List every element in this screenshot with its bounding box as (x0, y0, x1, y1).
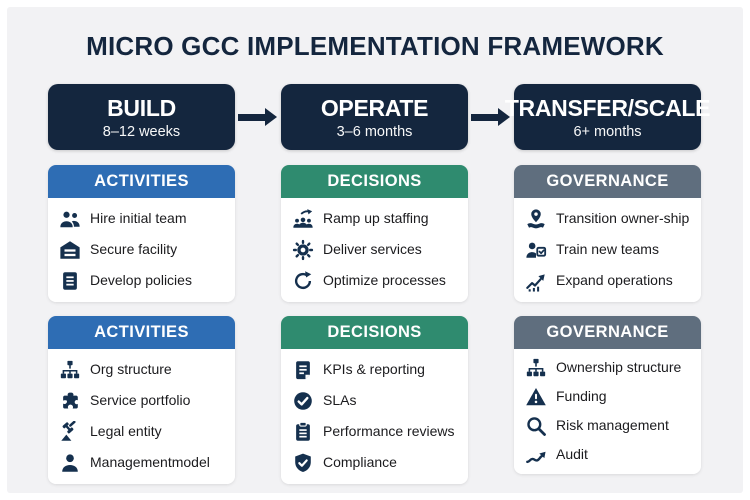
item-label: Secure facility (90, 241, 178, 258)
card-header: GOVERNANCE (514, 316, 701, 349)
arrow-right-icon (235, 84, 281, 150)
column-operate: DECISIONS Ramp up staffing Deliver servi… (281, 165, 468, 484)
item-label: SLAs (323, 392, 357, 409)
card-header: ACTIVITIES (48, 316, 235, 349)
item-label: Optimize processes (323, 272, 446, 289)
list-item: Ownership structure (525, 357, 695, 379)
list-item: Deliver services (292, 239, 462, 261)
card-header: ACTIVITIES (48, 165, 235, 198)
card-activities-2: ACTIVITIES Org structure Service portfol… (48, 316, 235, 484)
phase-name: OPERATE (320, 94, 429, 121)
item-label: Deliver services (323, 241, 422, 258)
item-label: Funding (556, 388, 607, 405)
list-item: Optimize processes (292, 270, 462, 292)
item-label: Service portfolio (90, 392, 191, 409)
team-icon (59, 208, 81, 230)
person-icon (59, 452, 81, 474)
refresh-icon (292, 270, 314, 292)
list-item: Compliance (292, 452, 462, 474)
report-icon (292, 359, 314, 381)
item-label: Risk management (556, 417, 669, 434)
list-item: Audit (525, 444, 695, 466)
shield-check-icon (292, 452, 314, 474)
phase-duration: 6+ months (573, 123, 642, 140)
handover-pin-icon (525, 208, 547, 230)
item-label: Expand operations (556, 272, 673, 289)
list-item: Hire initial team (59, 208, 229, 230)
train-teams-icon (525, 239, 547, 261)
item-label: Managementmodel (90, 454, 210, 471)
check-circle-icon (292, 390, 314, 412)
phases-row: BUILD 8–12 weeks OPERATE 3–6 months TRAN… (48, 84, 743, 150)
item-label: Develop policies (90, 272, 192, 289)
list-item: Org structure (59, 359, 229, 381)
list-item: Legal entity (59, 421, 229, 443)
phase-build: BUILD 8–12 weeks (48, 84, 235, 150)
list-item: KPIs & reporting (292, 359, 462, 381)
staffing-up-icon (292, 208, 314, 230)
column-build: ACTIVITIES Hire initial team Secure faci… (48, 165, 235, 484)
item-label: Ownership structure (556, 359, 682, 376)
magnifier-icon (525, 415, 547, 437)
item-label: Transition owner-ship (556, 210, 690, 227)
list-item: Service portfolio (59, 390, 229, 412)
funding-icon (525, 386, 547, 408)
growth-chart-icon (525, 270, 547, 292)
list-item: Transition owner-ship (525, 208, 695, 230)
list-item: Expand operations (525, 270, 695, 292)
org-chart-icon (59, 359, 81, 381)
card-decisions-2: DECISIONS KPIs & reporting SLAs Performa… (281, 316, 468, 484)
list-item: SLAs (292, 390, 462, 412)
puzzle-icon (59, 390, 81, 412)
item-label: Org structure (90, 361, 172, 378)
phase-name: BUILD (107, 94, 176, 121)
phase-operate: OPERATE 3–6 months (281, 84, 468, 150)
card-header: DECISIONS (281, 316, 468, 349)
item-label: Train new teams (556, 241, 659, 258)
card-decisions-1: DECISIONS Ramp up staffing Deliver servi… (281, 165, 468, 302)
item-label: Hire initial team (90, 210, 187, 227)
card-header: GOVERNANCE (514, 165, 701, 198)
item-label: Legal entity (90, 423, 162, 440)
phase-duration: 3–6 months (336, 123, 413, 140)
page-title: MICRO GCC IMPLEMENTATION FRAMEWORK (86, 31, 664, 61)
cards-grid: ACTIVITIES Hire initial team Secure faci… (48, 165, 743, 484)
list-item: Ramp up staffing (292, 208, 462, 230)
card-header: DECISIONS (281, 165, 468, 198)
phase-duration: 8–12 weeks (102, 123, 181, 140)
card-governance-2: GOVERNANCE Ownership structure Funding R… (514, 316, 701, 474)
list-item: Train new teams (525, 239, 695, 261)
gavel-icon (59, 421, 81, 443)
item-label: Compliance (323, 454, 397, 471)
trend-arrow-icon (525, 444, 547, 466)
item-label: KPIs & reporting (323, 361, 425, 378)
phase-transfer-scale: TRANSFER/SCALE 6+ months (505, 84, 710, 150)
facility-icon (59, 239, 81, 261)
list-item: Funding (525, 386, 695, 408)
list-item: Develop policies (59, 270, 229, 292)
list-item: Managementmodel (59, 452, 229, 474)
column-transfer-scale: GOVERNANCE Transition owner-ship Train n… (514, 165, 701, 484)
arrow-right-icon (468, 84, 514, 150)
item-label: Ramp up staffing (323, 210, 429, 227)
clipboard-icon (292, 421, 314, 443)
item-label: Performance reviews (323, 423, 455, 440)
item-label: Audit (556, 446, 588, 463)
gear-icon (292, 239, 314, 261)
org-chart-icon (525, 357, 547, 379)
framework-diagram: MICRO GCC IMPLEMENTATION FRAMEWORK BUILD… (7, 7, 743, 493)
phase-name: TRANSFER/SCALE (504, 94, 711, 121)
list-item: Performance reviews (292, 421, 462, 443)
card-activities-1: ACTIVITIES Hire initial team Secure faci… (48, 165, 235, 302)
list-item: Secure facility (59, 239, 229, 261)
list-item: Risk management (525, 415, 695, 437)
card-governance-1: GOVERNANCE Transition owner-ship Train n… (514, 165, 701, 302)
document-icon (59, 270, 81, 292)
